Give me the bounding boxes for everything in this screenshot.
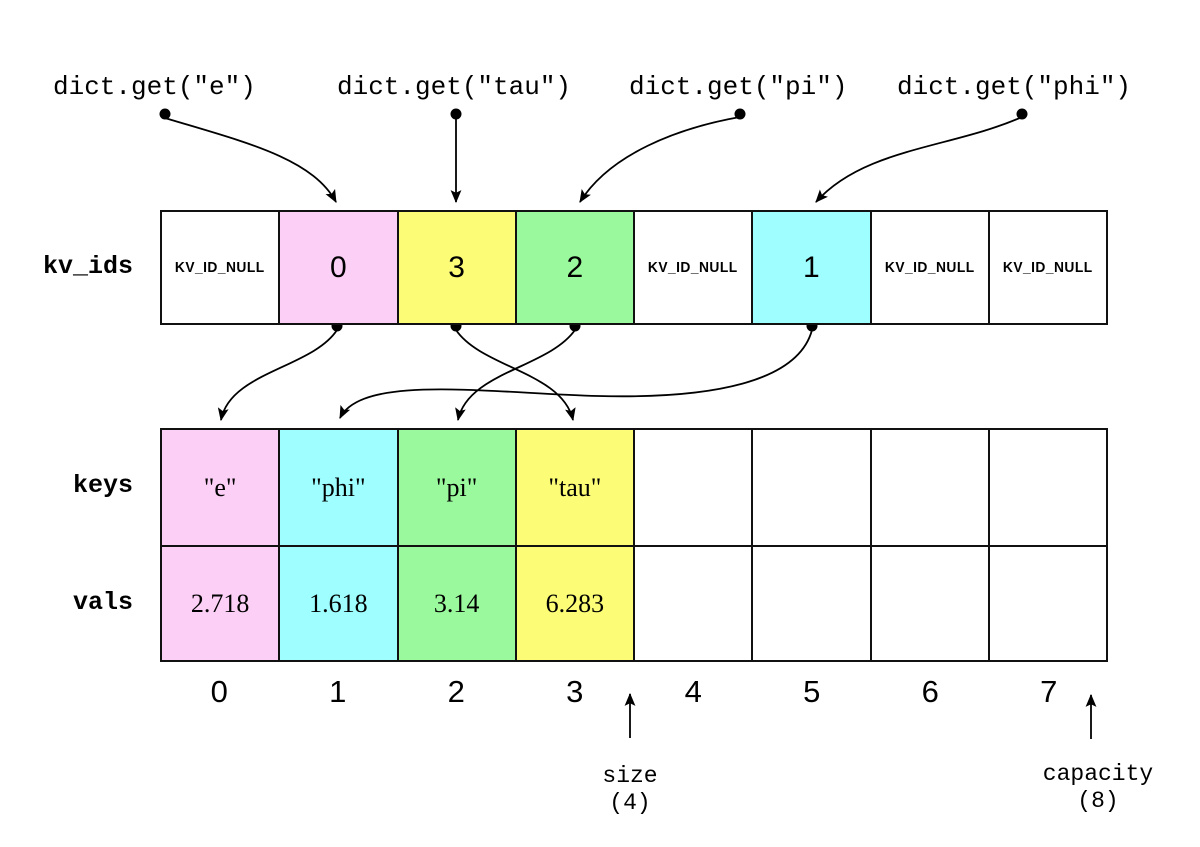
size-annotation: size (4) — [567, 763, 693, 817]
capacity-annotation-label: capacity — [1042, 761, 1154, 787]
vals-cell-2: 3.14 — [398, 545, 517, 660]
kv-ids-cell-4-text: KV_ID_NULL — [648, 259, 738, 276]
kv-ids-cell-6-text: KV_ID_NULL — [884, 259, 975, 276]
kv-ids-array: KV_ID_NULL 0 3 2 KV_ID_NULL 1 KV_ID_NULL… — [160, 210, 1108, 325]
size-annotation-label: size — [602, 763, 658, 789]
index-label-7: 7 — [1040, 674, 1058, 709]
vals-row: 2.718 1.618 3.14 6.283 — [162, 545, 1106, 660]
vals-cell-7 — [989, 545, 1106, 660]
vals-cell-5 — [753, 545, 872, 660]
capacity-annotation: capacity (8) — [1018, 761, 1178, 815]
kv-ids-cell-6: KV_ID_NULL — [871, 212, 990, 323]
vals-cell-2-text: 3.14 — [433, 588, 480, 618]
arrow-id3-to-key3 — [455, 329, 576, 422]
keys-cell-0: "e" — [162, 430, 281, 545]
index-label-0: 0 — [210, 674, 228, 709]
kv-ids-cell-3-text: 2 — [566, 250, 584, 284]
keys-cell-0-text: "e" — [203, 472, 237, 502]
query-label-phi: dict.get("phi") — [897, 72, 1132, 102]
kv-ids-cell-2: 3 — [398, 212, 517, 323]
arrow-id0-to-key0 — [217, 329, 338, 422]
size-annotation-value: (4) — [609, 790, 651, 816]
query-label-tau: dict.get("tau") — [337, 72, 572, 102]
kv-ids-cell-5-text: 1 — [803, 250, 820, 284]
vals-cell-4 — [635, 545, 754, 660]
vals-label: vals — [72, 588, 133, 617]
kv-ids-cell-1: 0 — [280, 212, 399, 323]
keys-label: keys — [72, 471, 133, 500]
vals-cell-3: 6.283 — [516, 545, 635, 660]
keys-row: "e" "phi" "pi" "tau" — [162, 430, 1106, 545]
kv-ids-cell-7: KV_ID_NULL — [989, 212, 1106, 323]
arrow-id2-to-key2 — [455, 329, 576, 422]
query-label-e: dict.get("e") — [53, 72, 256, 102]
kv-ids-label: kv_ids — [42, 252, 133, 281]
vals-cell-1: 1.618 — [280, 545, 399, 660]
vals-cell-0: 2.718 — [162, 545, 281, 660]
kv-ids-cell-5: 1 — [753, 212, 872, 323]
vals-cell-0-text: 2.718 — [190, 588, 250, 618]
kv-ids-cell-0: KV_ID_NULL — [162, 212, 281, 323]
kv-ids-cell-0-text: KV_ID_NULL — [175, 259, 265, 276]
index-label-2: 2 — [447, 674, 465, 709]
keys-cell-1-text: "phi" — [311, 472, 366, 502]
slot-indices: 0 1 2 3 4 5 6 7 — [160, 674, 1108, 710]
query-label-pi: dict.get("pi") — [629, 72, 848, 102]
kv-ids-cell-7-text: KV_ID_NULL — [1003, 259, 1093, 276]
keys-cell-3: "tau" — [516, 430, 635, 545]
keys-cell-2: "pi" — [398, 430, 517, 545]
index-label-4: 4 — [684, 674, 702, 709]
keys-cell-6 — [871, 430, 990, 545]
vals-cell-6 — [871, 545, 990, 660]
index-label-3: 3 — [566, 674, 584, 709]
arrow-get-e — [164, 117, 337, 203]
keys-cell-1: "phi" — [280, 430, 399, 545]
kv-ids-cell-3: 2 — [516, 212, 635, 323]
kv-ids-cell-4: KV_ID_NULL — [635, 212, 754, 323]
kv-ids-cell-1-text: 0 — [330, 250, 347, 284]
keys-cell-5 — [753, 430, 872, 545]
arrow-get-pi — [579, 116, 741, 203]
arrow-id1-to-key1 — [339, 329, 813, 419]
index-label-1: 1 — [329, 674, 347, 709]
index-label-5: 5 — [803, 674, 821, 709]
keys-cell-3-text: "tau" — [548, 472, 602, 502]
keys-cell-2-text: "pi" — [435, 472, 478, 502]
index-label-6: 6 — [921, 674, 939, 709]
keys-cell-4 — [635, 430, 754, 545]
vals-cell-3-text: 6.283 — [545, 588, 605, 618]
keys-vals-array: "e" "phi" "pi" "tau" 2.718 1.618 3.14 6.… — [160, 428, 1108, 662]
kv-ids-cell-2-text: 3 — [448, 250, 465, 284]
capacity-annotation-value: (8) — [1077, 788, 1119, 814]
arrow-get-phi — [815, 116, 1023, 203]
keys-cell-7 — [989, 430, 1106, 545]
vals-cell-1-text: 1.618 — [309, 588, 368, 618]
